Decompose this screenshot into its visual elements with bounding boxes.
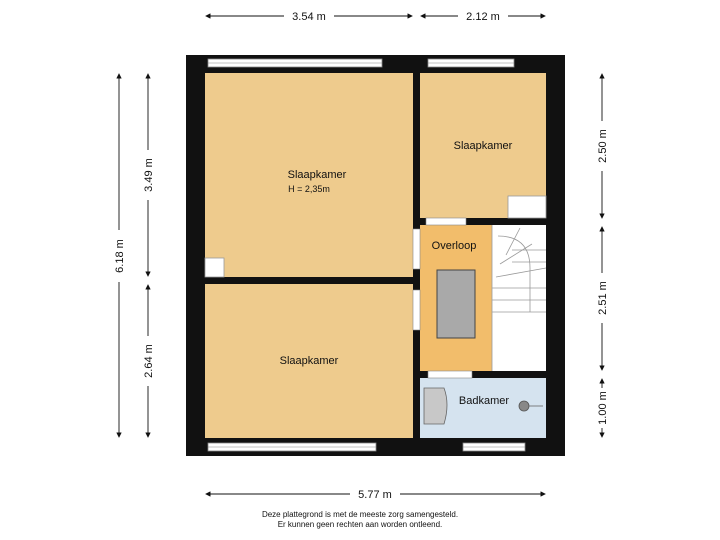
dim-label-right-middle: 2.51 m bbox=[597, 281, 609, 315]
room-label-overloop: Overloop bbox=[432, 240, 477, 252]
slaapkamer-lower-floor bbox=[205, 284, 413, 438]
dim-label-left-upper: 3.49 m bbox=[143, 158, 155, 192]
slaapkamer-large-floor bbox=[205, 73, 413, 277]
dim-label-top-right: 2.12 m bbox=[466, 11, 500, 23]
slaapkamer-small-floor bbox=[420, 73, 546, 218]
dimension-bottom: 5.77 m bbox=[205, 489, 546, 501]
door-slaapkamer-large bbox=[412, 228, 421, 270]
stair-opening bbox=[436, 269, 476, 339]
dim-label-top-left: 3.54 m bbox=[292, 11, 326, 23]
sink-icon bbox=[423, 387, 448, 425]
window-bottom-right bbox=[462, 442, 526, 452]
dimension-left-total: 6.18 m bbox=[114, 73, 126, 438]
disclaimer-line-1: Deze plattegrond is met de meeste zorg s… bbox=[261, 510, 459, 519]
dimension-top-left: 3.54 m bbox=[205, 11, 413, 23]
room-height-label: H = 2,35m bbox=[288, 184, 330, 194]
shower-drain-icon bbox=[518, 400, 530, 412]
door-slaapkamer-lower bbox=[412, 289, 421, 331]
dimension-left-lower: 2.64 m bbox=[143, 284, 155, 438]
dimension-right-lower: 1.00 m bbox=[597, 378, 609, 438]
dim-label-left-total: 6.18 m bbox=[114, 239, 126, 273]
room-label-slaapkamer-large: Slaapkamer bbox=[288, 169, 347, 181]
cupboard-left bbox=[204, 257, 225, 278]
disclaimer: Deze plattegrond is met de meeste zorg s… bbox=[0, 510, 720, 530]
disclaimer-line-2: Er kunnen geen rechten aan worden ontlee… bbox=[277, 520, 443, 529]
dimension-right-upper: 2.50 m bbox=[597, 73, 609, 219]
window-top-right bbox=[427, 58, 515, 68]
dimension-left-upper: 3.49 m bbox=[143, 73, 155, 277]
dim-label-right-upper: 2.50 m bbox=[597, 129, 609, 163]
stair-area bbox=[492, 225, 546, 371]
room-label-slaapkamer-lower: Slaapkamer bbox=[280, 355, 339, 367]
staircase bbox=[491, 225, 547, 371]
cupboard-right bbox=[507, 195, 547, 219]
dimension-right-middle: 2.51 m bbox=[597, 226, 609, 371]
door-badkamer bbox=[427, 370, 473, 379]
window-top-left bbox=[207, 58, 383, 68]
room-label-slaapkamer-small: Slaapkamer bbox=[454, 140, 513, 152]
dim-label-left-lower: 2.64 m bbox=[143, 344, 155, 378]
door-slaapkamer-small bbox=[425, 217, 467, 226]
room-label-badkamer: Badkamer bbox=[459, 395, 509, 407]
dim-label-bottom: 5.77 m bbox=[358, 489, 392, 501]
window-bottom-left bbox=[207, 442, 377, 452]
dimension-top-right: 2.12 m bbox=[420, 11, 546, 23]
dim-label-right-lower: 1.00 m bbox=[597, 391, 609, 425]
